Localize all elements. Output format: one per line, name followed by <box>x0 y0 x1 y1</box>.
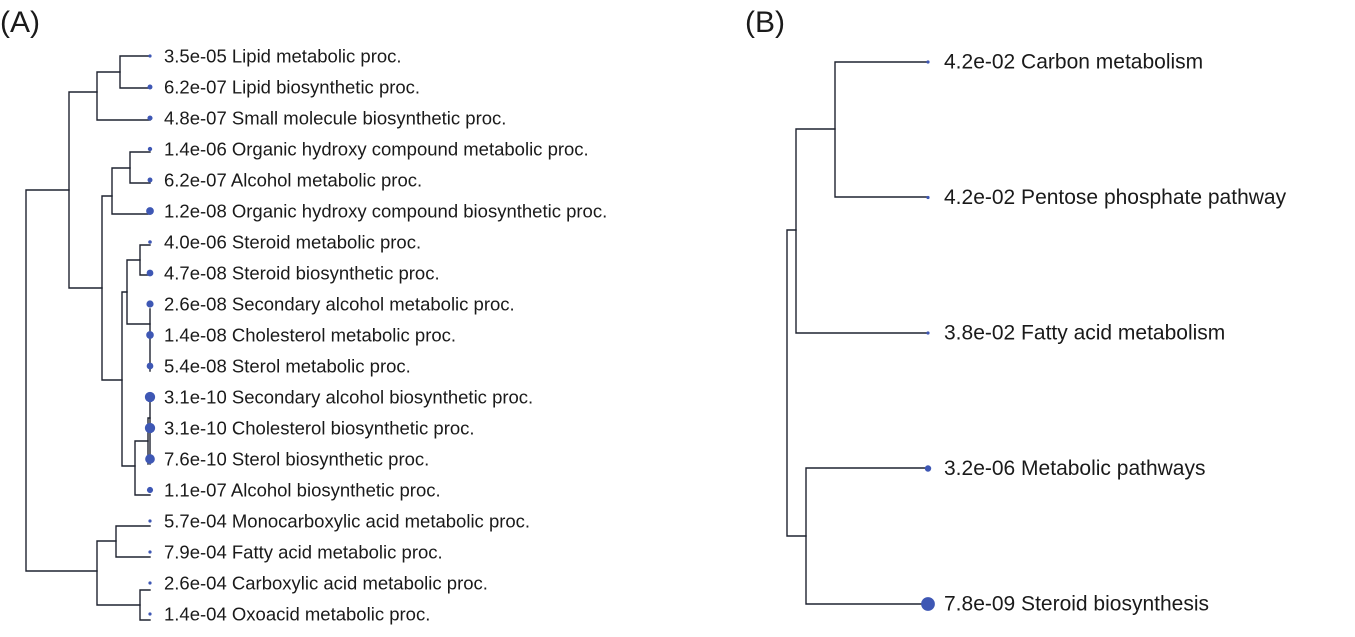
leaf-label: 1.4e-08 Cholesterol metabolic proc. <box>164 325 456 346</box>
leaf-node-marker <box>148 54 152 58</box>
leaf-label: 2.6e-04 Carboxylic acid metabolic proc. <box>164 573 488 594</box>
leaf-node-marker <box>921 597 935 611</box>
leaf-node-marker <box>145 454 155 464</box>
leaf-node-marker <box>148 550 152 554</box>
leaf-label: 1.4e-06 Organic hydroxy compound metabol… <box>164 139 589 160</box>
panel-a-tree-edges <box>25 55 151 621</box>
branch <box>795 128 929 334</box>
leaf-node-marker <box>146 300 154 308</box>
leaf-label: 3.1e-10 Cholesterol biosynthetic proc. <box>164 418 475 439</box>
leaf-label: 5.4e-08 Sterol metabolic proc. <box>164 356 411 377</box>
leaf-label: 7.6e-10 Sterol biosynthetic proc. <box>164 449 429 470</box>
branch <box>134 440 151 496</box>
panel-a-label: (A) <box>0 6 40 39</box>
panel-a: (A) 3.5e-05 Lipid metabolic pr <box>0 6 607 625</box>
leaf-label: 4.8e-07 Small molecule biosynthetic proc… <box>164 108 506 129</box>
leaf-node-marker <box>146 486 154 494</box>
leaf-node-marker <box>148 519 152 523</box>
leaf-node-marker <box>147 146 153 152</box>
branch <box>126 259 151 325</box>
leaf-node-marker <box>146 331 154 339</box>
leaf-label: 6.2e-07 Alcohol metabolic proc. <box>164 170 422 191</box>
leaf-label: 1.4e-04 Oxoacid metabolic proc. <box>164 604 430 625</box>
leaf-node-marker <box>147 115 153 121</box>
branch <box>68 91 103 289</box>
leaf-label: 4.7e-08 Steroid biosynthetic proc. <box>164 263 440 284</box>
leaf-node-marker <box>147 177 153 183</box>
panel-a-leaves: 3.5e-05 Lipid metabolic proc. 6.2e-07 Lip… <box>144 46 607 625</box>
leaf-label: 4.2e-02 Pentose phosphate pathway <box>944 186 1287 209</box>
branch <box>96 71 151 121</box>
branch <box>101 195 123 381</box>
leaf-node-marker <box>926 60 930 64</box>
branch <box>111 167 151 215</box>
panel-b-tree-edges <box>786 61 929 605</box>
leaf-node-marker <box>926 331 930 335</box>
leaf-label: 6.2e-07 Lipid biosynthetic proc. <box>164 77 420 98</box>
panel-b: (B) 4.2e-02 Carbon metabolism 4.2e-02 Pen… <box>745 6 1287 616</box>
branch <box>115 525 151 558</box>
branch <box>121 291 136 467</box>
leaf-node-marker <box>146 362 154 370</box>
leaf-node-marker <box>148 581 152 585</box>
leaf-label: 3.2e-06 Metabolic pathways <box>944 457 1206 480</box>
panel-b-label: (B) <box>745 6 785 39</box>
leaf-node-marker <box>148 612 152 616</box>
leaf-node-marker <box>148 240 152 244</box>
branch <box>25 189 98 572</box>
leaf-node-marker <box>147 84 153 90</box>
branch <box>129 151 151 184</box>
panel-b-leaves: 4.2e-02 Carbon metabolism 4.2e-02 Pentose… <box>921 51 1287 616</box>
leaf-label: 1.1e-07 Alcohol biosynthetic proc. <box>164 480 441 501</box>
leaf-label: 3.1e-10 Secondary alcohol biosynthetic p… <box>164 387 533 408</box>
leaf-node-marker <box>146 269 154 277</box>
leaf-label: 2.6e-08 Secondary alcohol metabolic proc… <box>164 294 515 315</box>
leaf-label: 7.8e-09 Steroid biosynthesis <box>944 593 1209 616</box>
leaf-label: 4.0e-06 Steroid metabolic proc. <box>164 232 421 253</box>
leaf-label: 5.7e-04 Monocarboxylic acid metabolic pr… <box>164 511 530 532</box>
leaf-node-marker <box>146 207 154 215</box>
branch <box>139 589 151 621</box>
leaf-node-marker <box>924 465 932 472</box>
leaf-node-marker <box>144 391 156 403</box>
branch <box>786 229 807 537</box>
leaf-label: 1.2e-08 Organic hydroxy compound biosynt… <box>164 201 607 222</box>
leaf-label: 7.9e-04 Fatty acid metabolic proc. <box>164 542 443 563</box>
branch <box>96 540 141 606</box>
branch <box>834 61 929 198</box>
leaf-node-marker <box>144 422 156 434</box>
leaf-label: 3.5e-05 Lipid metabolic proc. <box>164 46 402 67</box>
leaf-label: 3.8e-02 Fatty acid metabolism <box>944 322 1225 345</box>
leaf-label: 4.2e-02 Carbon metabolism <box>944 51 1203 74</box>
branch <box>119 55 151 89</box>
leaf-node-marker <box>926 195 930 200</box>
branch <box>805 467 929 605</box>
